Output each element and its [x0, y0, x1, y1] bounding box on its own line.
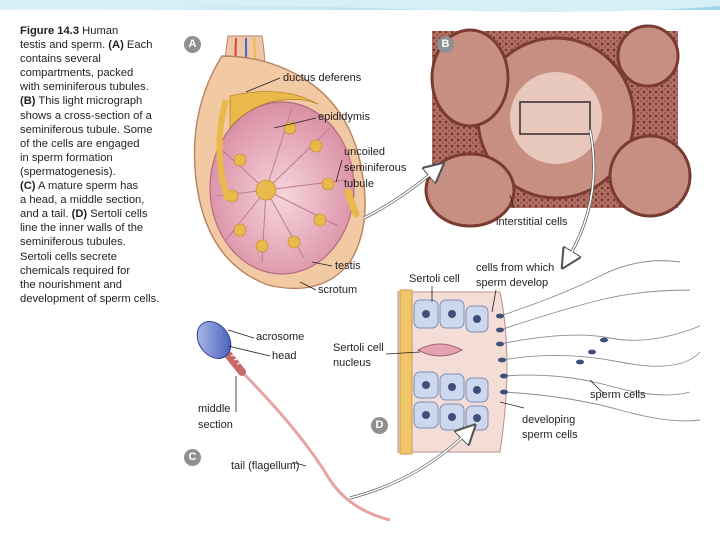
label-cells-from-1: cells from which	[476, 262, 555, 274]
caption-line-4: compartments, packed	[20, 67, 134, 80]
caption-line-16: seminiferous tubules.	[20, 236, 126, 249]
caption-line-18: chemicals required for	[20, 264, 131, 277]
sperm-drawing	[196, 320, 391, 522]
panel-badge-c: C	[184, 449, 201, 466]
caption-line-2: testis and sperm. (A) Each	[20, 39, 153, 52]
label-cells-from-2: sperm develop	[476, 277, 549, 289]
panel-badge-b: B	[437, 36, 454, 53]
caption-line-10: in sperm formation	[20, 151, 113, 164]
label-sertoli-nucleus-2: nucleus	[333, 357, 371, 369]
caption-line-11: (spermatogenesis).	[20, 165, 116, 178]
testis-drawing	[193, 35, 366, 291]
caption-line-13: a head, a middle section,	[20, 194, 145, 207]
caption-line-19: the nourishment and	[20, 278, 122, 291]
label-sertoli-nucleus-1: Sertoli cell	[333, 342, 384, 354]
label-uncoiled-3: tubule	[344, 178, 374, 190]
label-uncoiled-2: seminiferous	[344, 162, 407, 174]
caption-line-17: Sertoli cells secrete	[20, 250, 117, 263]
caption-line-8: seminiferous tubule. Some	[20, 123, 153, 136]
label-epididymis: epididymis	[318, 111, 370, 123]
label-developing-1: developing	[522, 414, 576, 426]
label-acrosome: acrosome	[256, 331, 305, 343]
caption-line-14: and a tail. (D) Sertoli cells	[20, 208, 148, 221]
caption-line-12: (C) A mature sperm has	[20, 180, 139, 193]
top-decor-stripe	[0, 0, 720, 12]
caption-line-9: of the cells are engaged	[20, 137, 140, 150]
caption-line-6: (B) This light micrograph	[20, 95, 143, 108]
label-sertoli-cell: Sertoli cell	[409, 273, 460, 285]
label-scrotum: scrotum	[318, 284, 358, 296]
micrograph	[424, 24, 692, 228]
panel-badge-a: A	[184, 36, 201, 53]
caption-line-1: Figure 14.3 Human	[20, 25, 119, 37]
panel-badge-d: D	[371, 417, 388, 434]
caption-line-7: shows a cross-section of a	[20, 109, 152, 122]
caption-line-3: contains several	[20, 53, 101, 66]
label-uncoiled-1: uncoiled	[344, 146, 385, 158]
label-developing-2: sperm cells	[522, 429, 578, 441]
caption-line-15: line the inner walls of the	[20, 222, 144, 235]
label-middle-2: section	[198, 419, 233, 431]
label-head: head	[272, 350, 297, 362]
label-ductus-deferens: ductus deferens	[283, 72, 362, 84]
label-testis: testis	[335, 260, 361, 272]
figure-label: Figure 14.3	[20, 25, 80, 37]
caption-line-20: development of sperm cells.	[20, 292, 160, 305]
label-middle-1: middle	[198, 403, 231, 415]
tubule-wall-drawing	[385, 260, 701, 455]
label-interstitial-cells: interstitial cells	[496, 216, 568, 228]
figure-caption: Figure 14.3 Human testis and sperm. (A) …	[20, 24, 172, 306]
caption-line-5: with seminiferous tubules.	[20, 81, 149, 94]
label-sperm-cells: sperm cells	[590, 389, 646, 401]
label-tail: tail (flagellum)	[231, 460, 300, 472]
